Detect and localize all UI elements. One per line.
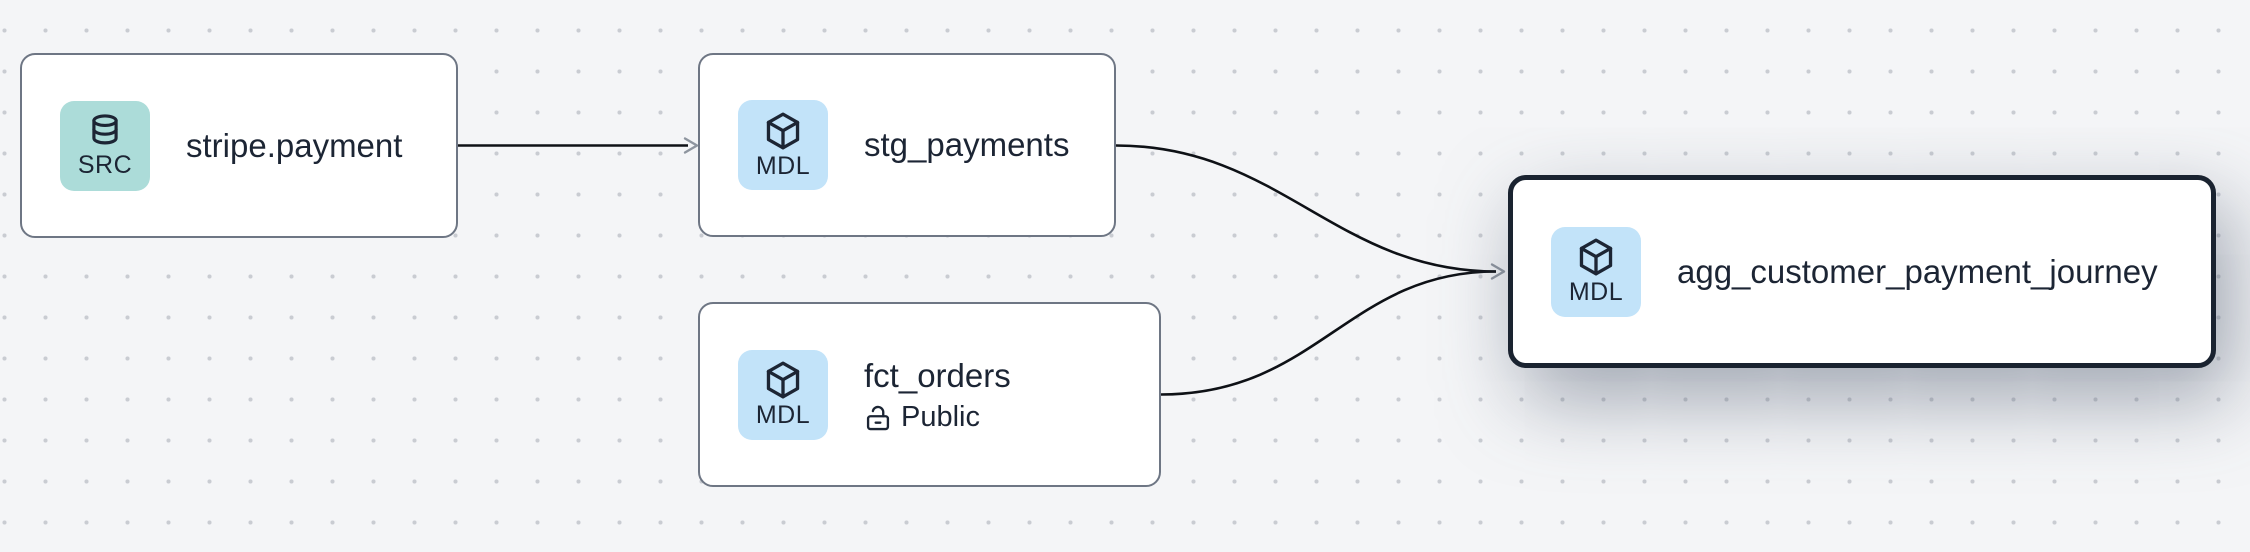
- mdl-badge: MDL: [738, 100, 828, 190]
- database-icon: [92, 114, 118, 145]
- arrowhead-icon: [1490, 263, 1506, 280]
- node-agg-customer-payment-journey[interactable]: MDL agg_customer_payment_journey: [1508, 175, 2216, 368]
- edge-fct-orders-to-agg-customer-payment-journey: [1160, 270, 1497, 396]
- badge-label: MDL: [1568, 278, 1624, 307]
- node-title: stripe.payment: [186, 126, 403, 164]
- mdl-badge: MDL: [738, 349, 828, 440]
- src-badge: SRC: [60, 100, 150, 191]
- cube-icon: [766, 112, 800, 150]
- edge-stg-payments-to-agg-customer-payment-journey: [1115, 144, 1497, 273]
- node-fct-orders[interactable]: MDL fct_orders Public: [698, 302, 1161, 487]
- node-title: fct_orders: [864, 356, 1011, 394]
- node-title: agg_customer_payment_journey: [1677, 252, 2158, 290]
- node-stripe-payment[interactable]: SRC stripe.payment: [20, 53, 458, 238]
- access-row: Public: [864, 401, 1011, 434]
- node-stg-payments[interactable]: MDL stg_payments: [698, 53, 1116, 237]
- cube-icon: [1579, 238, 1613, 276]
- access-label: Public: [901, 401, 980, 434]
- lock-open-icon: [866, 405, 890, 431]
- node-title: stg_payments: [864, 126, 1070, 164]
- badge-label: MDL: [755, 151, 811, 180]
- cube-icon: [766, 361, 800, 399]
- badge-label: MDL: [755, 401, 811, 430]
- arrowhead-icon: [683, 137, 699, 154]
- badge-label: SRC: [77, 151, 133, 180]
- mdl-badge: MDL: [1551, 226, 1641, 317]
